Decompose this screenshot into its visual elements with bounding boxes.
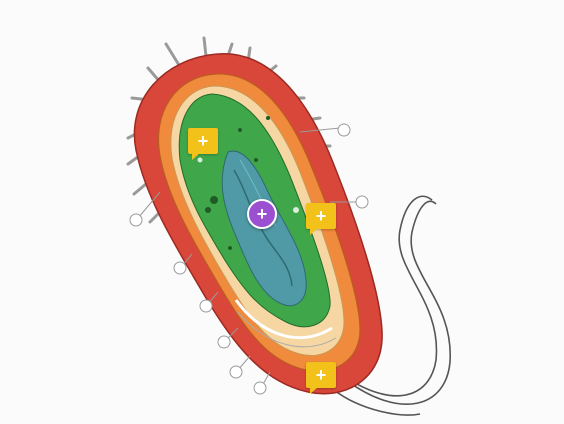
hotspot-marker[interactable]: + (306, 203, 336, 235)
plus-icon: + (197, 131, 209, 151)
flagellum (333, 195, 451, 416)
hotspot-marker[interactable]: + (188, 128, 218, 160)
plus-icon: + (315, 365, 327, 385)
plus-icon: + (315, 206, 327, 226)
plus-icon: + (256, 204, 268, 224)
hotspot-round-marker[interactable]: + (247, 199, 277, 229)
label-markers (129, 123, 369, 395)
hotspot-marker[interactable]: + (306, 362, 336, 394)
